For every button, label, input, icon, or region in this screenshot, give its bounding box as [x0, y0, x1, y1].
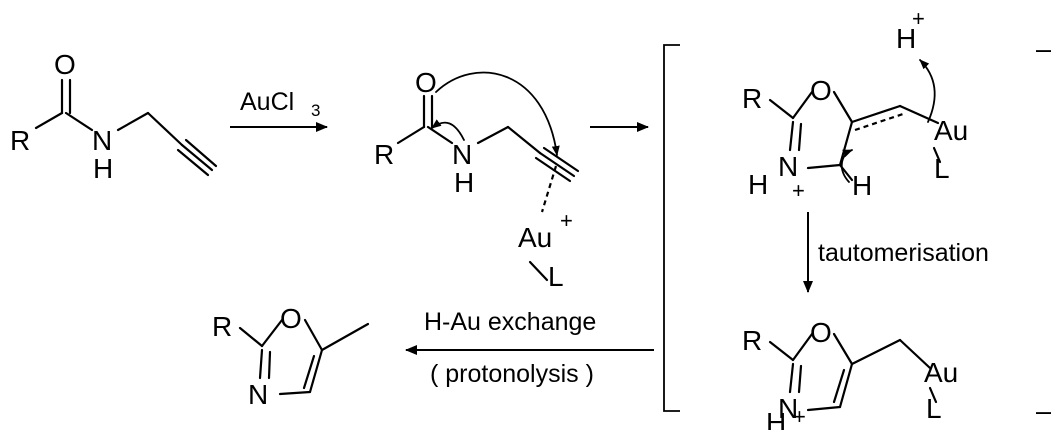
- n-lone-pair-curved-arrow: [431, 119, 465, 141]
- reaction-arrow-1: AuCl 3: [230, 88, 328, 132]
- ligand-label: L: [548, 261, 564, 292]
- ring-nitrogen-label: N: [248, 379, 268, 410]
- ring-oxygen-label: O: [810, 75, 832, 106]
- gold-label: Au: [518, 222, 552, 253]
- r-group-label: R: [742, 325, 762, 356]
- catalyst-subscript: 3: [311, 101, 320, 120]
- nitrogen-charge: +: [793, 404, 806, 429]
- ligand-label: L: [926, 393, 942, 424]
- r-group-label: R: [374, 139, 394, 170]
- r-group-label: R: [10, 125, 30, 156]
- starting-propargyl-amide: R O N H: [10, 49, 218, 184]
- catalyst-label: AuCl: [240, 88, 294, 116]
- nitrogen-charge: +: [792, 178, 805, 203]
- r-group-label: R: [212, 311, 232, 342]
- exchange-label: H-Au exchange: [424, 308, 596, 336]
- n-hydrogen-label: H: [748, 169, 768, 200]
- o-attack-curved-arrow: [435, 71, 560, 156]
- deprotonation-curved-arrow: [840, 149, 853, 183]
- c4-hydrogen-label: H: [852, 170, 872, 201]
- ring-oxygen-label: O: [280, 303, 302, 334]
- alkyl-gold-oxazolium-intermediate: R O N H + Au L: [742, 317, 958, 430]
- gold-alkyne-complex: R O N H Au + L: [374, 67, 580, 292]
- ring-oxygen-label: O: [810, 317, 832, 348]
- tautomerisation-arrow: tautomerisation: [803, 212, 989, 293]
- bracket-charge-top: –: [1036, 33, 1051, 64]
- n-hydrogen-label: H: [766, 407, 786, 430]
- r-group-label: R: [742, 83, 762, 114]
- oxazole-product: R O N: [212, 303, 370, 410]
- oxygen-label: O: [54, 49, 76, 80]
- tautomerisation-label: tautomerisation: [818, 239, 989, 267]
- protonation-curved-arrow: [919, 59, 936, 123]
- nitrogen-label: N: [92, 125, 112, 156]
- gold-charge: +: [560, 208, 573, 233]
- ring-nitrogen-label: N: [778, 393, 798, 424]
- protonolysis-arrow: H-Au exchange ( protonolysis ): [405, 308, 654, 388]
- ligand-label: L: [934, 153, 950, 184]
- nitrogen-label: N: [452, 139, 472, 170]
- proton-label: H: [896, 23, 916, 54]
- gold-label: Au: [934, 115, 968, 146]
- protonolysis-label: ( protonolysis ): [430, 360, 594, 388]
- hydrogen-label: H: [93, 153, 113, 184]
- vinyl-gold-oxazoline-intermediate: R O N H + H Au L H +: [742, 6, 968, 203]
- gold-label: Au: [924, 357, 958, 388]
- bracket-charge-bottom: –: [1036, 395, 1051, 426]
- intermediate-bracket: – –: [663, 33, 1051, 426]
- ring-nitrogen-label: N: [778, 151, 798, 182]
- hydrogen-label: H: [454, 167, 474, 198]
- oxygen-label: O: [415, 67, 437, 98]
- proton-charge: +: [912, 6, 925, 31]
